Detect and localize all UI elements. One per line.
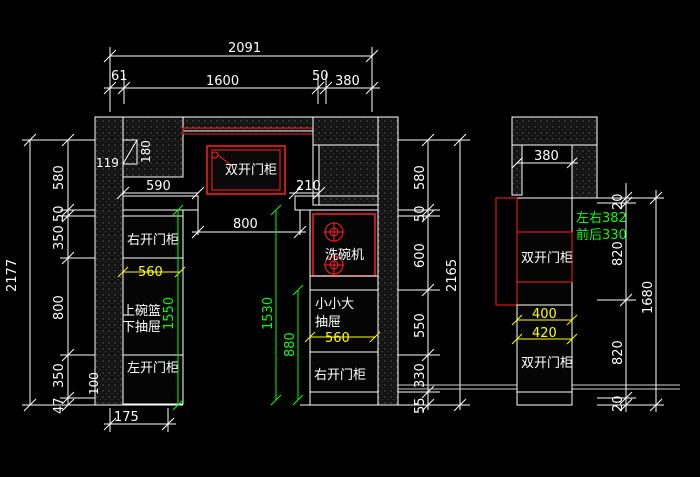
dim-1550-line (172, 204, 184, 411)
dim-side-400: 400 (532, 307, 557, 322)
dim-left-50: 50 (52, 205, 67, 222)
label-small-large-drawer-2: 抽屉 (315, 315, 341, 330)
label-side-double-door-2: 双开门柜 (521, 356, 573, 371)
dim-left-800: 800 (52, 295, 67, 320)
dim-small-100: 100 (87, 372, 101, 395)
dim-height-1550: 1550 (162, 297, 177, 330)
label-upper-basket: 上碗篮 (122, 303, 161, 319)
dim-width-560b: 560 (325, 331, 350, 346)
dim-590-line (116, 186, 205, 200)
dim-560b-line (304, 331, 381, 343)
dim-560a-line (117, 266, 186, 278)
sink (206, 145, 286, 195)
side-dimension-lines (597, 183, 664, 412)
note-front-back: 前后330 (576, 227, 627, 243)
dim-height-1530: 1530 (261, 297, 276, 330)
dim-side-20a: 20 (611, 193, 626, 210)
dim-right-550: 550 (413, 313, 428, 338)
dim-400-line (511, 314, 578, 326)
dim-left-350a: 350 (52, 225, 67, 250)
dim-175-line (103, 408, 176, 432)
dim-gap-800: 800 (233, 217, 258, 232)
dim-side-1680: 1680 (641, 281, 656, 314)
dim-small-180: 180 (139, 140, 153, 163)
dim-top-middle: 1600 (206, 74, 239, 89)
dim-right-55: 55 (413, 397, 428, 414)
dim-880-line (292, 284, 304, 406)
left-dimension-lines (22, 133, 95, 412)
dim-left-350b: 350 (52, 363, 67, 388)
dim-left-47: 47 (52, 397, 67, 414)
label-small-large-drawer-1: 小小大 (315, 297, 354, 312)
dim-side-820b: 820 (611, 340, 626, 365)
dim-counter-210: 210 (296, 179, 321, 194)
label-left-door: 左开门柜 (127, 361, 179, 376)
dim-height-880: 880 (283, 332, 298, 357)
label-side-double-door-1: 双开门柜 (521, 251, 573, 266)
dim-right-580: 580 (413, 165, 428, 190)
label-right-door: 右开门柜 (127, 233, 179, 248)
dim-right-330: 330 (413, 363, 428, 388)
note-left-right: 左右382 (576, 211, 627, 226)
dim-side-20b: 20 (611, 395, 626, 412)
dim-top-mid-gap: 50 (312, 69, 329, 84)
dim-left-580: 580 (52, 165, 67, 190)
dim-800-line (191, 210, 307, 239)
dim-top-left-gap: 61 (111, 69, 128, 84)
dim-left-total: 2177 (5, 259, 20, 292)
dim-small-175: 175 (114, 410, 139, 425)
dim-420-line (511, 333, 578, 345)
dim-side-820a: 820 (611, 241, 626, 266)
dim-width-560a: 560 (138, 265, 163, 280)
dim-1530-line (270, 204, 282, 406)
top-dimension-lines (103, 47, 380, 112)
dim-right-total: 2165 (445, 259, 460, 292)
dim-210-line (288, 186, 326, 200)
dim-small-119: 119 (96, 156, 119, 170)
dim-right-50: 50 (413, 205, 428, 222)
dim-380-side-line (511, 157, 578, 169)
label-dishwasher: 洗碗机 (325, 247, 364, 263)
left-cabinet-block (94, 116, 314, 406)
side-elevation (495, 116, 598, 406)
dim-top-total: 2091 (228, 41, 261, 56)
dim-side-380: 380 (534, 149, 559, 164)
label-right-door-2: 右开门柜 (314, 368, 366, 383)
dim-counter-590: 590 (146, 179, 171, 194)
dim-right-600: 600 (413, 243, 428, 268)
right-dimension-lines (398, 133, 680, 412)
label-lower-drawer: 下抽屉 (122, 320, 161, 335)
label-double-door-top: 双开门柜 (225, 163, 277, 178)
dim-side-420: 420 (532, 326, 557, 341)
right-cabinet-block (294, 116, 399, 406)
dim-top-right: 380 (335, 74, 360, 89)
